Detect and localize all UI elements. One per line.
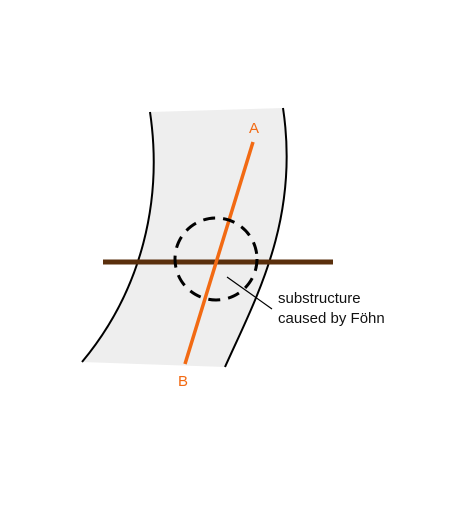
callout-text-line-2: caused by Föhn [278, 310, 385, 327]
curved-band [82, 108, 287, 367]
band-left-edge [81, 111, 155, 363]
callout-leader-line [226, 276, 273, 310]
label-a: A [249, 120, 259, 137]
dashed-circle [173, 216, 259, 302]
callout-text-line-1: substructure [278, 290, 361, 307]
label-b: B [178, 373, 188, 390]
band-right-edge [224, 107, 288, 368]
section-line-a-b [183, 141, 255, 365]
